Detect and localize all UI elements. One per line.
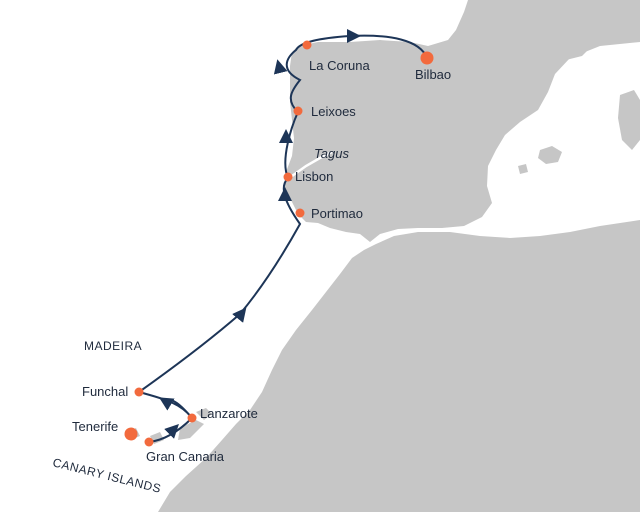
tagus-river	[291, 150, 333, 178]
port-label-bilbao: Bilbao	[415, 67, 451, 82]
port-marker-la-coruna[interactable]	[302, 40, 312, 50]
port-marker-lanzarote[interactable]	[187, 413, 197, 423]
land-sardinia	[618, 90, 640, 150]
land-france	[470, 0, 640, 60]
port-label-lisbon: Lisbon	[295, 169, 333, 184]
route-arrow-6	[158, 397, 175, 411]
port-marker-bilbao[interactable]	[420, 51, 434, 65]
route-arrow-7	[164, 424, 179, 439]
land-lanzarote	[196, 408, 212, 420]
port-label-leixoes: Leixoes	[311, 104, 356, 119]
port-label-lanzarote: Lanzarote	[200, 406, 258, 421]
land-mallorca	[538, 146, 562, 164]
land-fuerteventura	[178, 420, 204, 440]
port-marker-lisbon[interactable]	[283, 172, 293, 182]
region-label-madeira: MADEIRA	[84, 339, 142, 353]
river-label-tagus: Tagus	[314, 146, 349, 161]
route-arrow-2	[273, 59, 288, 75]
port-marker-portimao[interactable]	[295, 208, 305, 218]
port-label-portimao: Portimao	[311, 206, 363, 221]
port-label-gran-canaria: Gran Canaria	[146, 449, 225, 464]
port-marker-leixoes[interactable]	[293, 106, 303, 116]
port-marker-gran-canaria[interactable]	[144, 437, 154, 447]
port-marker-tenerife[interactable]	[124, 427, 138, 441]
land-ibiza	[518, 164, 528, 174]
route-arrow-5	[232, 307, 247, 323]
port-label-la-coruna: La Coruna	[309, 58, 370, 73]
land-africa	[158, 220, 640, 512]
port-label-funchal: Funchal	[82, 384, 128, 399]
land-iberia	[284, 0, 640, 242]
port-label-tenerife: Tenerife	[72, 419, 118, 434]
port-marker-funchal[interactable]	[134, 387, 144, 397]
